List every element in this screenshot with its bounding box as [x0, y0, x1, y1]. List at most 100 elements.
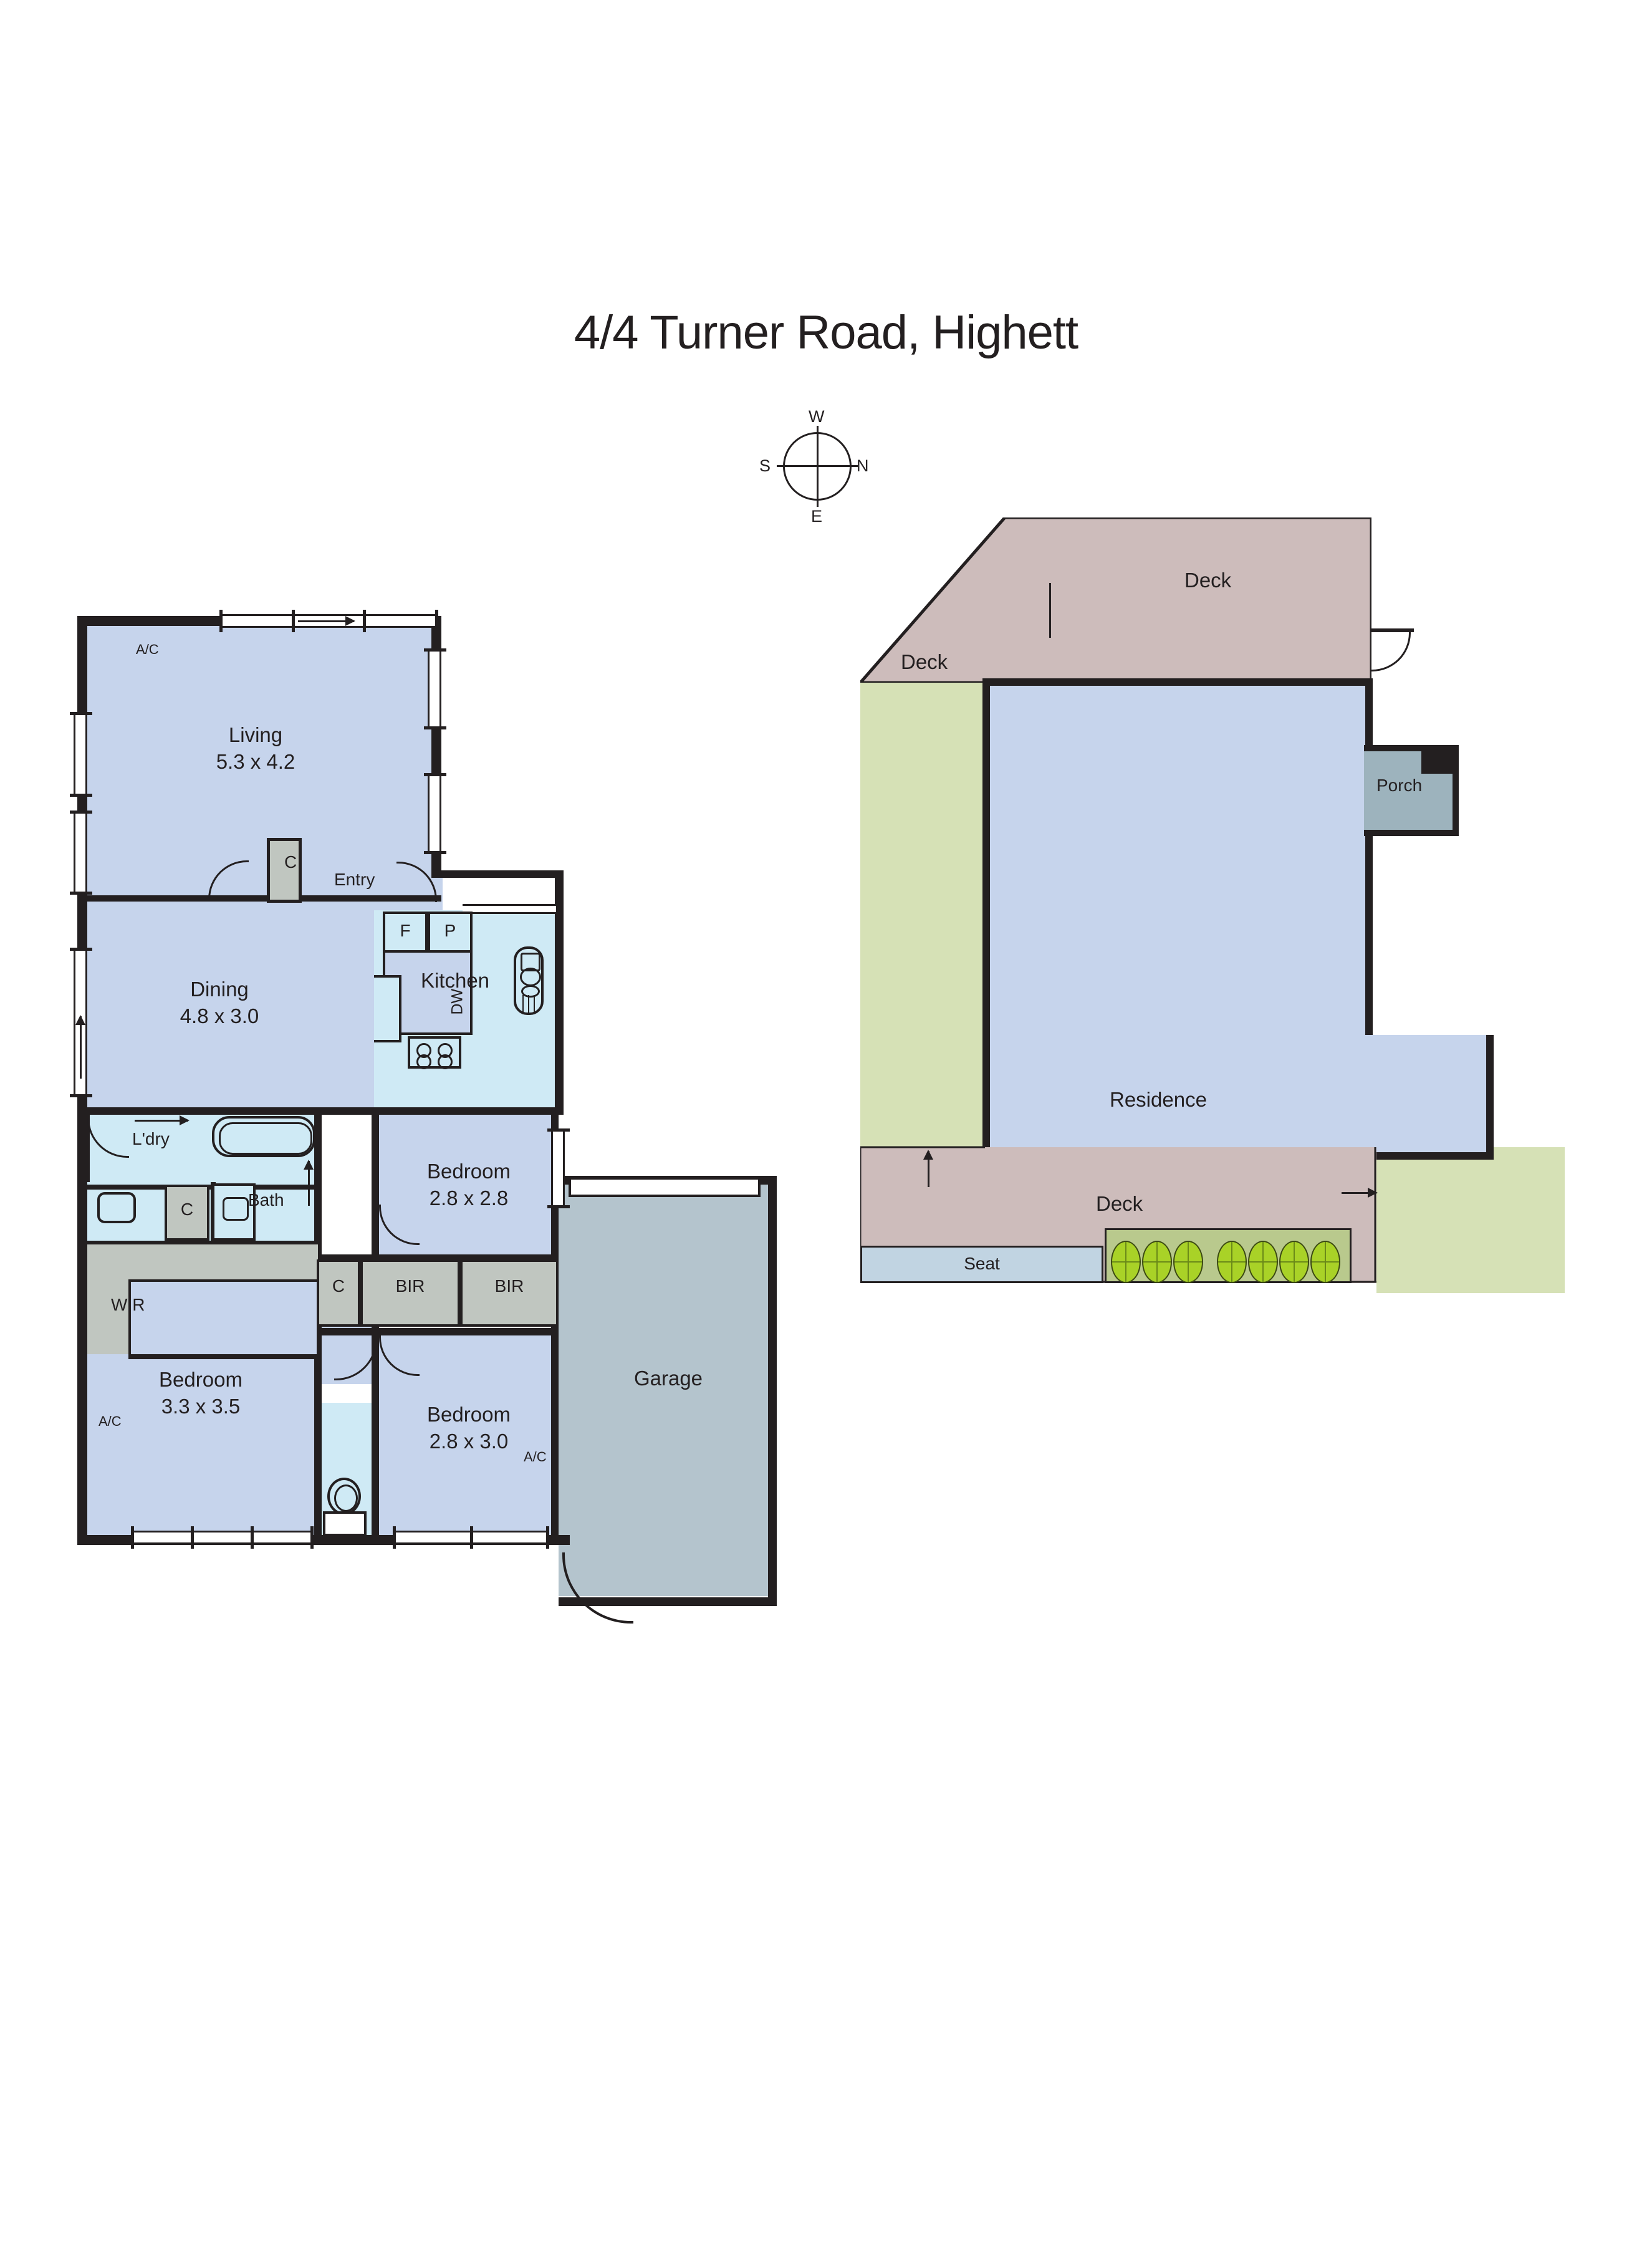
wall-west-lower: [77, 1107, 87, 1544]
toilet-cistern-icon: [323, 1511, 367, 1536]
garage-door[interactable]: [569, 1177, 761, 1197]
window-mullion: [435, 610, 438, 632]
shrub-icon: [1173, 1241, 1203, 1283]
laundry-trough-icon: [97, 1192, 136, 1223]
room-bedroom2-name: Bedroom: [159, 1368, 243, 1391]
garage-door-swing-icon: [562, 1552, 633, 1624]
residence-seam-patch: [990, 1029, 1365, 1044]
sliding-window-arrow-icon: [75, 1015, 85, 1079]
window-mullion: [292, 610, 295, 632]
shrub-icon: [1217, 1241, 1247, 1283]
window-mullion: [363, 610, 366, 632]
deck-step-arrow-right-icon: [1342, 1188, 1378, 1198]
window-mullion: [424, 648, 446, 652]
sink-drain-icon: [528, 995, 529, 1013]
shrub-icon: [1142, 1241, 1172, 1283]
closet-hall: [317, 1259, 360, 1327]
bir-2-label: BIR: [494, 1276, 524, 1296]
window-mullion: [310, 1526, 314, 1549]
room-bedroom1-name: Bedroom: [427, 1160, 511, 1183]
window-west-2: [74, 811, 87, 894]
wall-entry-top: [431, 870, 562, 878]
shrub-icon: [1111, 1241, 1141, 1283]
deck-step-arrow-up-icon: [923, 1150, 933, 1187]
window-mullion: [70, 1094, 92, 1097]
kitchen-bench-return: [374, 975, 401, 1042]
compass-label-right: N: [857, 456, 869, 475]
aircon-label-bedroom3: A/C: [524, 1449, 547, 1465]
window-mullion: [546, 1526, 549, 1549]
room-laundry-name: L'dry: [132, 1129, 170, 1148]
wir-room: [128, 1279, 319, 1357]
cooktop-burner-icon: [438, 1054, 453, 1069]
residence-label: Residence: [1110, 1088, 1207, 1111]
deck-label-top: Deck: [1184, 569, 1232, 592]
site-plan: Porch Seat Deck Deck Residence: [860, 517, 1565, 1440]
wall-kitchen-east: [555, 870, 564, 1114]
sink-bowl-icon: [520, 968, 541, 986]
bathtub-icon: [212, 1116, 315, 1157]
window-mullion: [547, 1205, 570, 1208]
toilet-bowl-icon: [327, 1478, 361, 1515]
bath-door-arrow-icon: [304, 1160, 314, 1206]
window-mullion: [393, 1526, 396, 1549]
sliding-door-arrow-icon: [298, 616, 355, 626]
porch-label: Porch: [1376, 776, 1423, 795]
window-mullion: [547, 1128, 570, 1132]
window-mullion: [219, 610, 223, 632]
shrub-icon: [1248, 1241, 1278, 1283]
cooktop-burner-icon: [416, 1054, 431, 1069]
room-bath-name: Bath: [248, 1190, 284, 1210]
wir-shelving-side: [87, 1281, 131, 1354]
room-garage-name: Garage: [633, 1367, 703, 1390]
closet-hall-label: C: [332, 1276, 345, 1296]
deck-label-lower: Deck: [1096, 1192, 1143, 1215]
toilet-seat-icon: [334, 1484, 358, 1512]
wir-shelving: [87, 1244, 318, 1281]
window-bedroom1-east: [551, 1128, 565, 1208]
bir-1-label: BIR: [395, 1276, 425, 1296]
window-mullion: [251, 1526, 254, 1549]
deck-label-upper-left: Deck: [901, 650, 948, 673]
ldry-door-arrow-icon: [135, 1115, 190, 1125]
wall-bir-top: [314, 1254, 559, 1261]
page-title: 4/4 Turner Road, Highett: [574, 306, 1078, 359]
cooktop: [408, 1036, 461, 1069]
deck-door-swing-icon: [1370, 631, 1411, 671]
pantry-label: P: [444, 921, 456, 940]
window-mullion: [470, 1526, 473, 1549]
room-living-dims: 5.3 x 4.2: [216, 750, 295, 773]
room-bedroom3-name: Bedroom: [427, 1403, 511, 1426]
window-mullion: [424, 773, 446, 776]
window-living-east-1: [428, 648, 441, 729]
wall-bir-bottom: [314, 1328, 559, 1335]
fridge-space: [383, 912, 428, 953]
lawn-southeast: [1376, 1147, 1565, 1293]
deck-door-threshold: [1370, 628, 1414, 632]
room-garage-fill: [559, 1185, 771, 1596]
room-wir-name: WIR: [111, 1295, 145, 1314]
room-living-name: Living: [228, 723, 283, 746]
window-mullion: [70, 712, 92, 715]
window-mullion: [424, 851, 446, 854]
window-mullion: [191, 1526, 194, 1549]
bir-2: [460, 1259, 559, 1327]
bir-1: [360, 1259, 460, 1327]
internal-floor-plan: C F P DW: [0, 0, 810, 2242]
seat-label: Seat: [964, 1254, 1000, 1273]
window-west-1: [74, 712, 87, 797]
window-mullion: [70, 794, 92, 797]
wall-mid-horizontal: [77, 1107, 564, 1115]
room-living-fill: [85, 623, 434, 901]
compass-label-top: W: [809, 407, 825, 426]
closet-living: [267, 838, 302, 903]
deck-tick-icon: [1049, 583, 1051, 638]
window-kitchen-north: [463, 904, 556, 914]
vanity: [212, 1183, 256, 1241]
seat-strip: [860, 1246, 1103, 1283]
window-bedroom2-south: [131, 1531, 312, 1544]
basin-icon: [223, 1197, 249, 1221]
window-mullion: [424, 726, 446, 729]
porch-post-icon: [1421, 746, 1453, 774]
room-bedroom2-dims: 3.3 x 3.5: [161, 1395, 241, 1418]
